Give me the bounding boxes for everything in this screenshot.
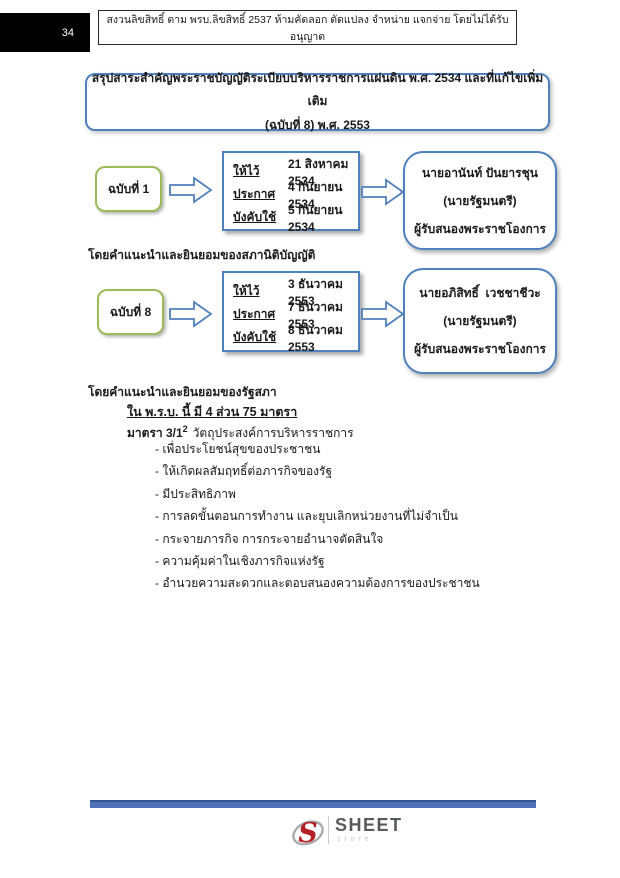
list-item: - การลดขั้นตอนการทำงาน และยุบเลิกหน่วยงา… xyxy=(155,509,458,524)
logo-text: SHEET store xyxy=(335,816,403,843)
copyright-text: สงวนลิขสิทธิ์ ตาม พรบ.ลิขสิทธิ์ 2537 ห้า… xyxy=(106,13,509,43)
date-label: บังคับใช้ xyxy=(233,330,277,344)
edition-1-dates-box: ให้ไว้ 21 สิงหาคม 2534 ประกาศ 4 กันยายน … xyxy=(222,151,360,234)
date-value: 8 ธันวาคม 2553 xyxy=(288,323,347,354)
date-row: ประกาศ 4 กันยายน 2534 xyxy=(233,180,354,211)
title-line-2: (ฉบับที่ 8) พ.ศ. 2553 xyxy=(265,117,370,132)
edition-8-note: โดยคำแนะนำและยินยอมของรัฐสภา xyxy=(88,385,277,399)
date-row: บังคับใช้ 8 ธันวาคม 2553 xyxy=(233,323,354,354)
date-label: ให้ไว้ xyxy=(233,164,260,178)
date-row: ให้ไว้ 3 ธันวาคม 2553 xyxy=(233,277,354,308)
endorser-role: ผู้รับสนองพระราชโองการ xyxy=(414,342,546,356)
list-item: - กระจายภารกิจ การกระจายอำนาจตัดสินใจ xyxy=(155,531,384,546)
svg-text:S: S xyxy=(298,818,318,849)
date-value: 5 กันยายน 2534 xyxy=(288,203,346,234)
endorser-title: (นายรัฐมนตรี) xyxy=(443,314,517,328)
article-number: มาตรา 3/1 xyxy=(127,426,183,440)
date-row: ประกาศ 7 ธันวาคม 2553 xyxy=(233,300,354,331)
right-arrow-icon xyxy=(361,300,405,328)
section-article-line: มาตรา 3/12 วัตถุประสงค์การบริหารราชการ xyxy=(127,424,354,443)
edition-8-label: ฉบับที่ 8 xyxy=(109,304,152,319)
sheet-store-logo: S SHEET store xyxy=(290,812,403,852)
date-label: ให้ไว้ xyxy=(233,284,260,298)
logo-brand: SHEET xyxy=(335,815,403,835)
edition-1-box: ฉบับที่ 1 xyxy=(95,166,162,212)
list-item: - เพื่อประโยชน์สุขของประชาชน xyxy=(155,442,321,456)
list-item: - อำนวยความสะดวกและตอบสนองความต้องการของ… xyxy=(155,576,480,591)
date-value: 21 สิงหาคม 2534 xyxy=(288,157,352,188)
date-value: 3 ธันวาคม 2553 xyxy=(288,277,347,308)
sheet-store-s-icon: S xyxy=(292,818,324,849)
date-label: ประกาศ xyxy=(233,187,276,201)
right-arrow-icon xyxy=(169,176,213,204)
edition-8-dates-box: ให้ไว้ 3 ธันวาคม 2553 ประกาศ 7 ธันวาคม 2… xyxy=(222,271,360,354)
right-arrow-icon xyxy=(361,178,405,206)
footnote-marker: 2 xyxy=(182,424,188,434)
list-item: - ให้เกิดผลสัมฤทธิ์ต่อภารกิจของรัฐ xyxy=(155,464,333,479)
article-subject: วัตถุประสงค์การบริหารราชการ xyxy=(192,426,354,440)
date-label: บังคับใช้ xyxy=(233,210,277,224)
objectives-list: - เพื่อประโยชน์สุขของประชาชน - ให้เกิดผล… xyxy=(155,438,480,595)
list-item: - ความคุ้มค่าในเชิงภารกิจแห่งรัฐ xyxy=(155,554,325,569)
copyright-notice: สงวนลิขสิทธิ์ ตาม พรบ.ลิขสิทธิ์ 2537 ห้า… xyxy=(98,10,517,45)
edition-8-endorser-box: นายอภิสิทธิ์ เวชชาชีวะ (นายรัฐมนตรี) ผู้… xyxy=(403,268,557,374)
edition-1-label: ฉบับที่ 1 xyxy=(107,181,150,196)
date-value: 4 กันยายน 2534 xyxy=(288,180,346,211)
endorser-name: นายอานันท์ ปันยารชุน xyxy=(422,165,538,180)
title-line-1: สรุปสาระสำคัญพระราชบัญญัติระเบียบบริหารร… xyxy=(91,70,544,109)
page-number: 34 xyxy=(61,26,74,39)
edition-1-note: โดยคำแนะนำและยินยอมของสภานิติบัญญัติ xyxy=(88,248,316,262)
right-arrow-icon xyxy=(169,300,213,328)
endorser-title: (นายรัฐมนตรี) xyxy=(443,193,517,208)
footer-divider-bar xyxy=(90,800,536,808)
edition-8-box: ฉบับที่ 8 xyxy=(97,289,164,335)
edition-1-endorser-box: นายอานันท์ ปันยารชุน (นายรัฐมนตรี) ผู้รั… xyxy=(403,151,557,250)
section-heading: ใน พ.ร.บ. นี้ มี 4 ส่วน 75 มาตรา xyxy=(127,405,298,419)
endorser-role: ผู้รับสนองพระราชโองการ xyxy=(414,221,546,236)
title-box: สรุปสาระสำคัญพระราชบัญญัติระเบียบบริหารร… xyxy=(85,71,550,132)
date-value: 7 ธันวาคม 2553 xyxy=(288,300,347,331)
date-label: ประกาศ xyxy=(233,307,276,321)
date-row: บังคับใช้ 5 กันยายน 2534 xyxy=(233,203,354,234)
endorser-name: นายอภิสิทธิ์ เวชชาชีวะ xyxy=(419,286,541,300)
list-item: - มีประสิทธิภาพ xyxy=(155,486,236,501)
logo-divider xyxy=(328,816,329,844)
date-row: ให้ไว้ 21 สิงหาคม 2534 xyxy=(233,157,354,188)
logo-sub: store xyxy=(337,836,373,843)
page-number-box: 34 xyxy=(0,13,90,52)
